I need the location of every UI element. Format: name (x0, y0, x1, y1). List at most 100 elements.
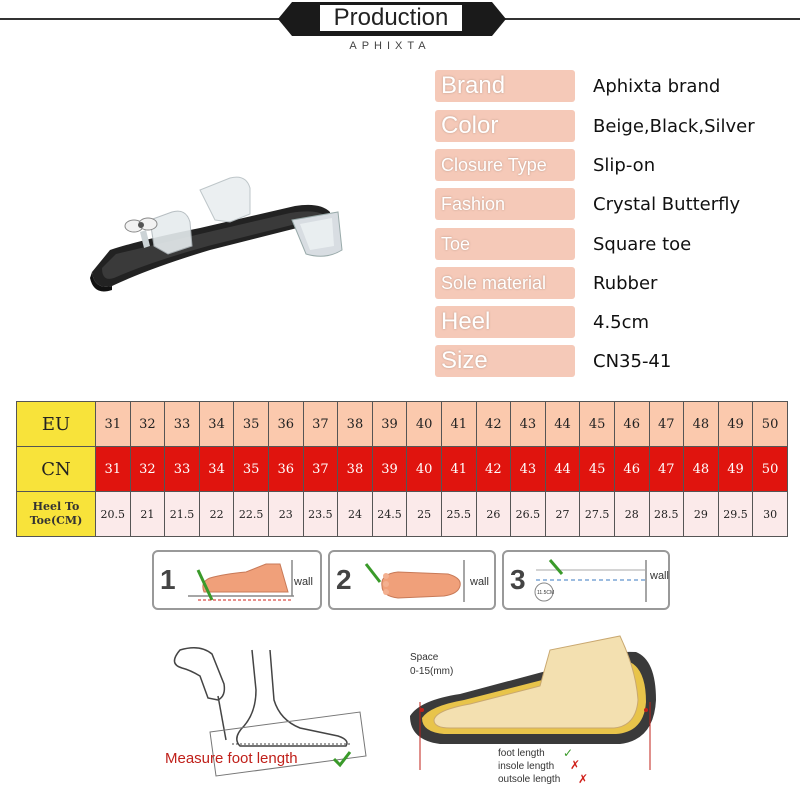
heel-to-toe-cell: 26.5 (510, 491, 546, 537)
cn-cell: 45 (579, 446, 615, 492)
cn-cell: 33 (164, 446, 200, 492)
insole-length-label: insole length (498, 761, 555, 772)
heel-to-toe-cell: 22 (198, 491, 235, 537)
heel-to-toe-header-line2: Toe(CM) (29, 514, 83, 527)
heel-to-toe-header-line1: Heel To (32, 500, 80, 513)
heel-to-toe-cell: 28.5 (648, 491, 685, 537)
page-title: Production (318, 3, 464, 33)
eu-cell: 42 (475, 401, 512, 447)
insole-cross-icon: ✗ (570, 758, 581, 772)
foot-length-check-icon: ✓ (563, 746, 574, 760)
heel-to-toe-cell: 23.5 (302, 491, 339, 537)
shoe-cross-section-diagram (410, 635, 656, 770)
heel-to-toe-cell: 26 (475, 491, 512, 537)
heel-to-toe-cell: 30 (752, 491, 788, 537)
cn-cell: 50 (752, 446, 788, 492)
eu-cell: 33 (164, 401, 200, 447)
cn-cell: 41 (440, 446, 477, 492)
cn-cell: 43 (510, 446, 546, 492)
eu-cell: 40 (406, 401, 442, 447)
cn-cell: 37 (302, 446, 339, 492)
cn-cell: 34 (198, 446, 235, 492)
size-row-cn: CN 31 32 33 34 35 36 37 38 39 40 41 42 4… (16, 446, 788, 492)
eu-cell: 36 (267, 401, 304, 447)
spec-label-size: Size (435, 345, 575, 377)
cn-header: CN (16, 446, 96, 492)
step-number: 1 (160, 564, 176, 595)
eu-cell: 35 (233, 401, 269, 447)
eu-cell: 39 (371, 401, 408, 447)
eu-cell: 44 (544, 401, 581, 447)
wall-label: wall (294, 576, 313, 588)
step-3-note: 11.5CM (537, 590, 555, 596)
size-row-eu: EU 31 32 33 34 35 36 37 38 39 40 41 42 4… (16, 401, 788, 447)
heel-to-toe-cell: 21.5 (164, 491, 200, 537)
cn-cell: 32 (129, 446, 166, 492)
eu-cell: 45 (579, 401, 615, 447)
outsole-cross-icon: ✗ (578, 772, 589, 786)
cn-cell: 39 (371, 446, 408, 492)
eu-cell: 48 (683, 401, 719, 447)
cn-cell: 31 (95, 446, 131, 492)
cn-cell: 40 (406, 446, 442, 492)
eu-cell: 34 (198, 401, 235, 447)
header-rule-right (492, 18, 800, 20)
measure-line-icon (534, 559, 647, 602)
butterfly-ornament (124, 217, 158, 233)
cn-cell: 36 (267, 446, 304, 492)
eu-cell: 32 (129, 401, 166, 447)
spec-label-sole: Sole material (435, 267, 575, 299)
cn-cell: 49 (717, 446, 754, 492)
heel-to-toe-cell: 21 (129, 491, 166, 537)
spec-value-sole: Rubber (593, 272, 658, 294)
eu-cell: 47 (648, 401, 685, 447)
eu-cell: 46 (613, 401, 650, 447)
heel-to-toe-cell: 29.5 (717, 491, 754, 537)
header-rule-left (0, 18, 292, 20)
spec-value-size: CN35-41 (593, 350, 672, 372)
cn-cell: 42 (475, 446, 512, 492)
heel-to-toe-cell: 25.5 (440, 491, 477, 537)
spec-value-fashion: Crystal Butterfly (593, 193, 741, 215)
spec-value-toe: Square toe (593, 233, 692, 255)
foot-length-label: foot length (498, 748, 545, 759)
cn-cell: 44 (544, 446, 581, 492)
spec-value-heel: 4.5cm (593, 311, 650, 333)
brand-subtitle: APHIXTA (349, 40, 431, 52)
spec-value-closure: Slip-on (593, 154, 656, 176)
heel-to-toe-cell: 22.5 (233, 491, 269, 537)
wall-label: wall (650, 570, 669, 582)
eu-cell: 38 (337, 401, 373, 447)
measure-step-1: 1 wall (152, 550, 322, 610)
cn-cell: 46 (613, 446, 650, 492)
eu-header: EU (16, 401, 96, 447)
heel-to-toe-cell: 23 (267, 491, 304, 537)
check-icon (332, 751, 352, 768)
heel-to-toe-cell: 27 (544, 491, 581, 537)
heel-to-toe-cell: 28 (613, 491, 650, 537)
size-row-heel-to-toe: Heel To Toe(CM) 20.5 21 21.5 22 22.5 23 … (16, 491, 788, 537)
eu-cell: 43 (510, 401, 546, 447)
product-image (90, 176, 343, 292)
spec-label-closure: Closure Type (435, 149, 575, 181)
eu-cell: 41 (440, 401, 477, 447)
eu-cell: 50 (752, 401, 788, 447)
outsole-length-label: outsole length (498, 774, 561, 785)
cn-cell: 48 (683, 446, 719, 492)
cn-cell: 47 (648, 446, 685, 492)
space-range: 0-15(mm) (410, 666, 454, 677)
heel-to-toe-cell: 29 (683, 491, 719, 537)
foot-top-icon (364, 560, 465, 602)
spec-label-heel: Heel (435, 306, 575, 338)
foot-side-icon (188, 560, 294, 601)
spec-label-fashion: Fashion (435, 188, 575, 220)
heel-to-toe-cell: 20.5 (95, 491, 131, 537)
size-chart-table: EU 31 32 33 34 35 36 37 38 39 40 41 42 4… (16, 401, 788, 537)
heel-to-toe-cell: 24.5 (371, 491, 408, 537)
eu-cell: 31 (95, 401, 131, 447)
wall-label: wall (470, 576, 489, 588)
space-label: Space (410, 652, 439, 663)
step-number: 3 (510, 564, 526, 595)
step-number: 2 (336, 564, 352, 595)
heel-to-toe-cell: 24 (337, 491, 373, 537)
